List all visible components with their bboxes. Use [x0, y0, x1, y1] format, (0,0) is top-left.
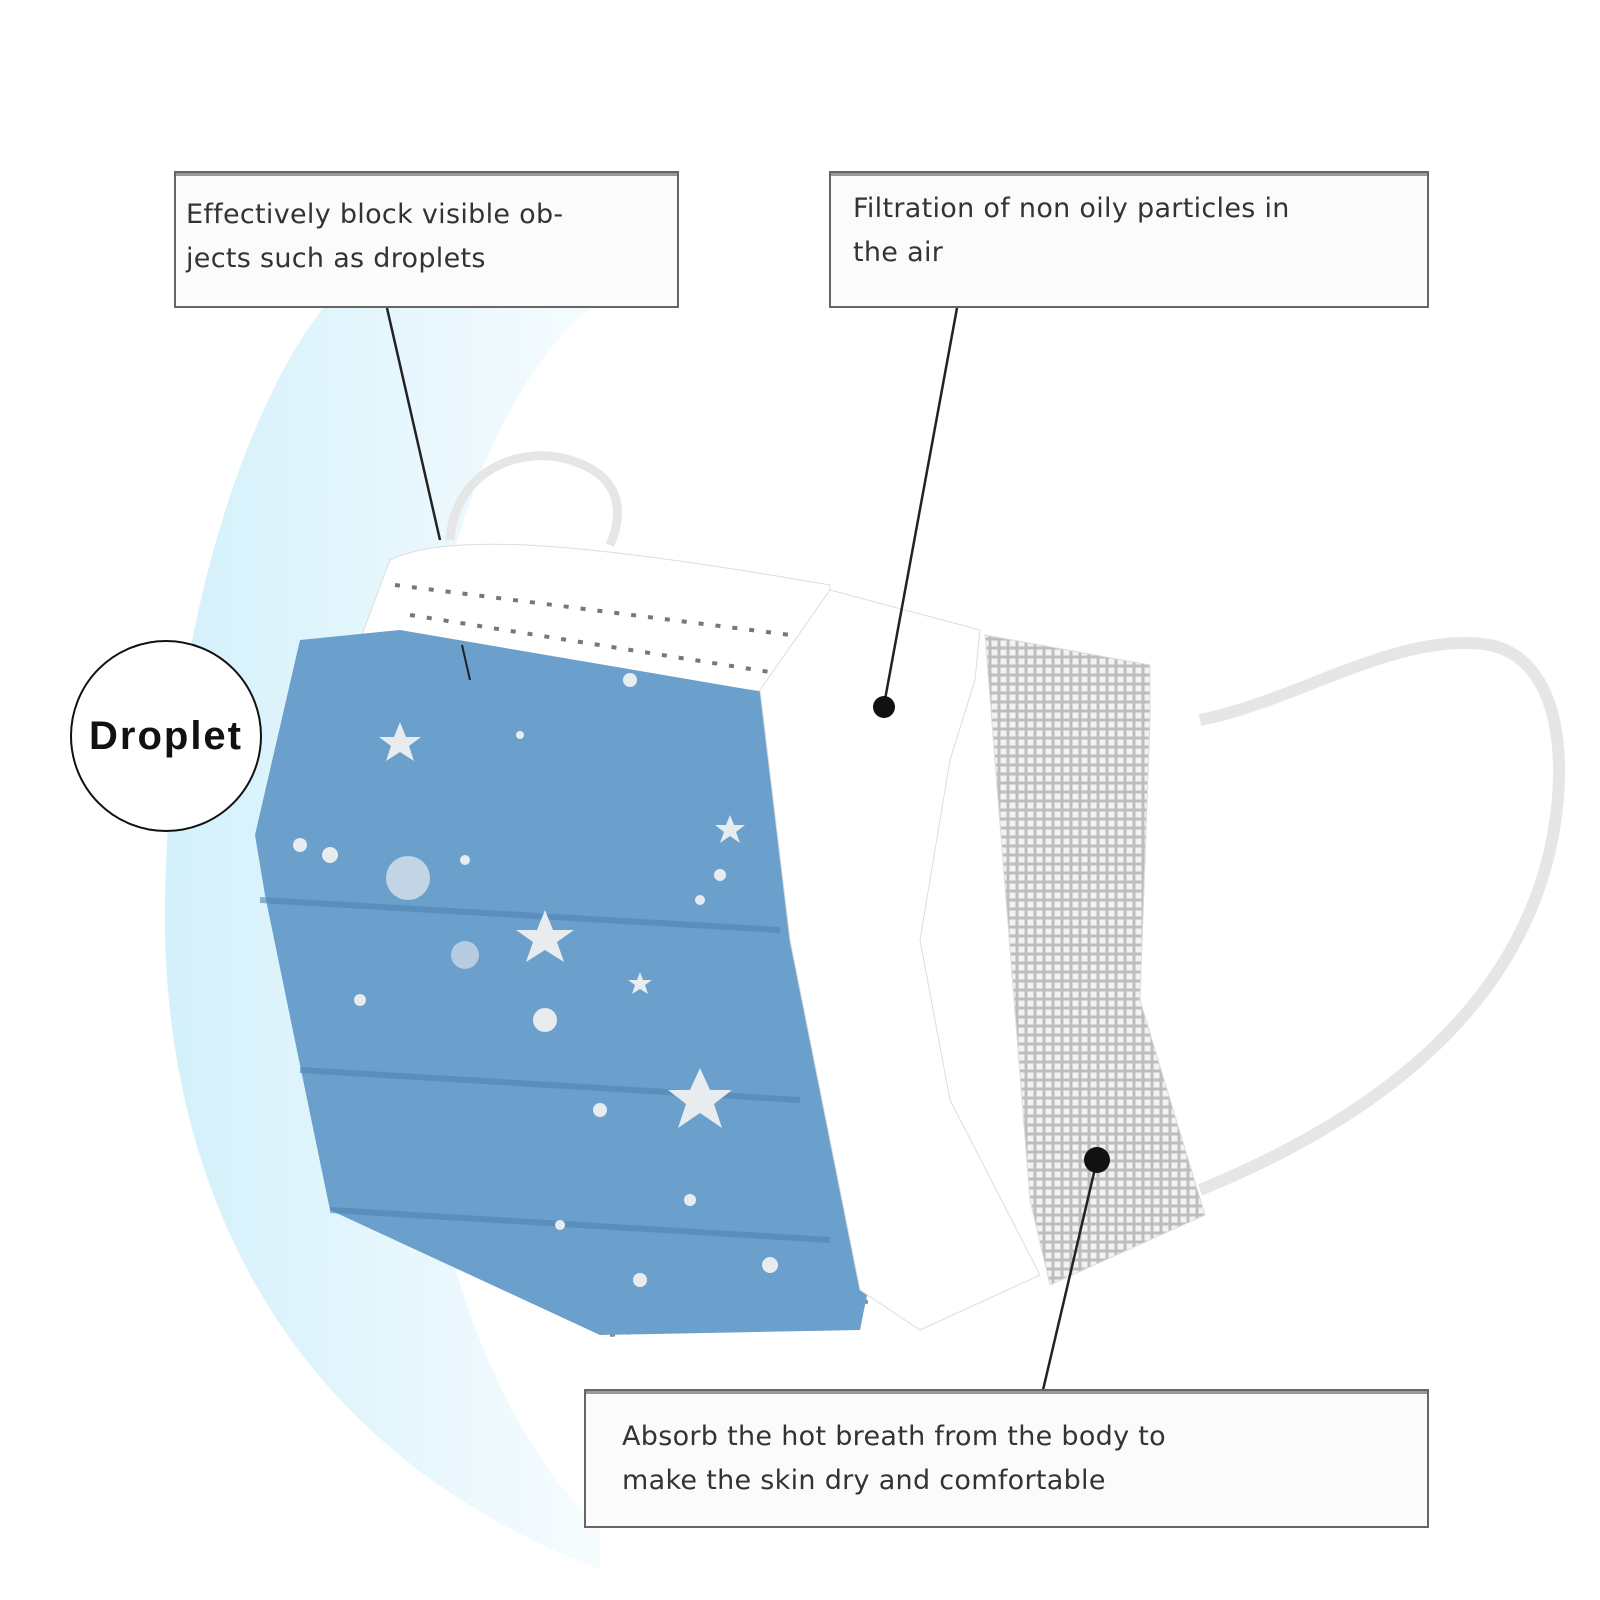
star-pattern: [293, 673, 778, 1287]
leader-line-inner: [1041, 1159, 1099, 1391]
callout-text: the air: [853, 237, 944, 268]
leader-line-middle: [882, 307, 959, 706]
callout-text: jects such as droplets: [186, 243, 486, 274]
callout-outer-layer: Effectively block visible ob- jects such…: [174, 171, 679, 308]
ear-loop-right: [1197, 636, 1566, 1196]
callout-inner-layer: Absorb the hot breath from the body to m…: [584, 1389, 1429, 1528]
middle-layer: [759, 589, 1041, 1331]
droplet-label: Droplet: [70, 640, 262, 832]
ear-loop-top: [445, 451, 622, 547]
callout-text: Effectively block visible ob-: [186, 199, 564, 230]
marker-dot-middle: [873, 696, 895, 718]
callout-text: make the skin dry and comfortable: [622, 1465, 1106, 1496]
marker-dot-inner: [1084, 1147, 1110, 1173]
leader-line-outer: [385, 307, 442, 541]
outer-layer: [255, 630, 870, 1335]
callout-text: Absorb the hot breath from the body to: [622, 1421, 1166, 1452]
callout-middle-layer: Filtration of non oily particles in the …: [829, 171, 1429, 308]
callout-text: Filtration of non oily particles in: [853, 193, 1290, 224]
inner-layer: [984, 634, 1206, 1286]
